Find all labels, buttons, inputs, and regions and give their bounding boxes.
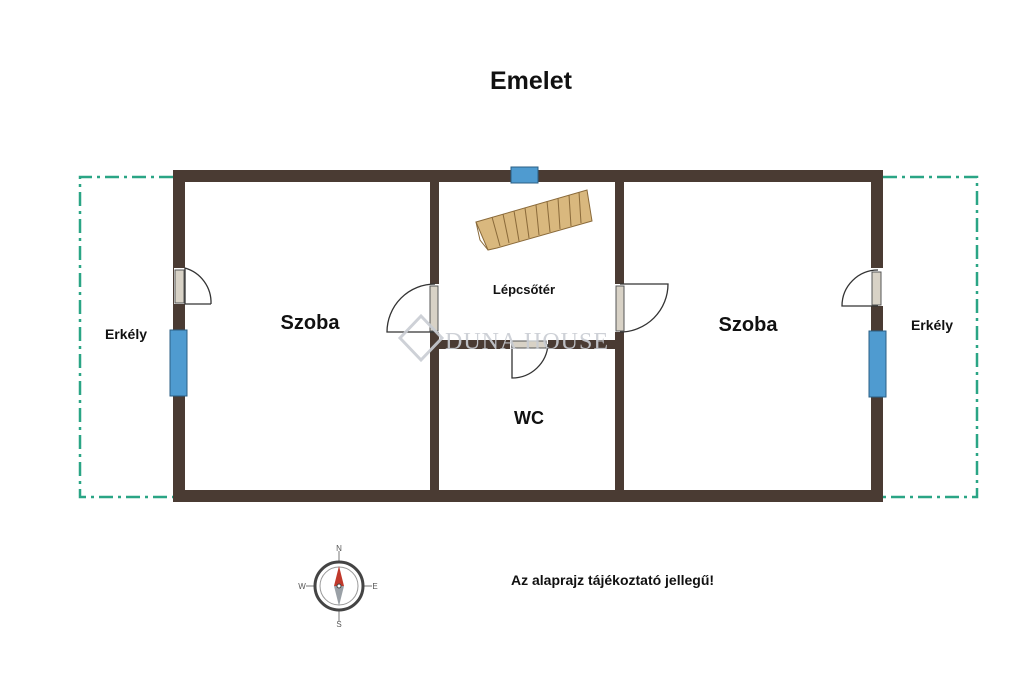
door-wc	[510, 340, 549, 379]
room-label-stairwell: Lépcsőtér	[493, 282, 555, 297]
compass-icon: N S E W	[298, 544, 377, 629]
door-right-balcony	[841, 268, 883, 307]
room-label-wc: WC	[514, 408, 544, 428]
window-right	[868, 330, 887, 398]
stairs	[475, 189, 593, 251]
compass-s: S	[336, 620, 341, 629]
watermark-text: DUNA HOUSE	[445, 329, 609, 355]
window-left	[169, 329, 188, 397]
right-balcony	[883, 175, 979, 499]
door-right-room	[615, 283, 669, 333]
plan-title: Emelet	[490, 67, 573, 95]
compass-e: E	[372, 582, 377, 591]
room-label-right: Szoba	[719, 314, 779, 336]
compass-n: N	[336, 544, 342, 553]
balcony-label-right: Erkély	[911, 317, 953, 333]
room-label-left: Szoba	[281, 312, 341, 334]
balcony-label-left: Erkély	[105, 326, 147, 342]
windows	[169, 166, 887, 398]
compass-w: W	[298, 582, 306, 591]
window-top	[510, 166, 539, 184]
watermark: DUNA HOUSE	[397, 313, 609, 363]
left-balcony	[78, 175, 173, 499]
disclaimer-text: Az alaprajz tájékoztató jellegű!	[511, 572, 714, 588]
door-left-balcony	[174, 267, 212, 305]
